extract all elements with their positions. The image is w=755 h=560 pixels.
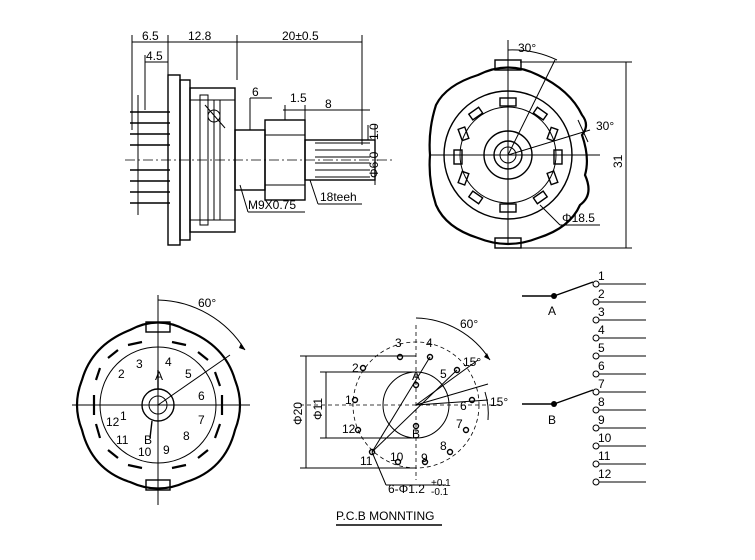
- pcb-tol-minus: -0.1: [431, 487, 449, 498]
- terminal-pins: [130, 95, 170, 215]
- pcb-angle-15b: 15°: [490, 395, 508, 409]
- pcb-num-1: 1: [345, 393, 352, 407]
- contact-num-8: 8: [183, 429, 190, 443]
- contact-num-10: 10: [138, 445, 152, 459]
- schem-label-12: 12: [598, 467, 612, 481]
- contact-num-12: 12: [106, 415, 120, 429]
- dim-6-5: 6.5: [142, 29, 159, 43]
- side-view: 6.5 12.8 20±0.5 4.5: [125, 29, 395, 246]
- angle-top-label: 30°: [518, 41, 536, 55]
- schem-label-1: 1: [598, 269, 605, 283]
- schem-label-5: 5: [598, 341, 605, 355]
- schem-label-7: 7: [598, 377, 605, 391]
- pcb-num-7: 7: [456, 417, 463, 431]
- dim-31: 31: [611, 154, 625, 168]
- contact-angle-label: 60°: [198, 296, 216, 310]
- contact-num-7: 7: [198, 413, 205, 427]
- contact-num-1: 1: [120, 409, 127, 423]
- schem-label-11: 11: [598, 449, 611, 463]
- front-view: 30° 30° 31 Φ18.5: [428, 40, 632, 249]
- pcb-num-6: 6: [460, 399, 467, 413]
- dim-phi20: Φ20: [291, 402, 305, 425]
- contact-num-2: 2: [118, 367, 125, 381]
- contact-num-6: 6: [198, 389, 205, 403]
- pcb-holes: [351, 353, 476, 466]
- angle-side-label: 30°: [596, 119, 614, 133]
- pcb-pole-a: A: [412, 369, 420, 383]
- schem-label-3: 3: [598, 305, 605, 319]
- pcb-view: Φ20 Φ11 60° 15° 15°: [291, 317, 508, 526]
- contact-num-11: 11: [116, 433, 129, 447]
- dim-1-0: 1.0: [367, 123, 381, 140]
- dim-phi6: Φ6.0: [367, 151, 381, 178]
- schem-label-8: 8: [598, 395, 605, 409]
- contact-num-4: 4: [165, 355, 172, 369]
- dim-12-8: 12.8: [188, 29, 212, 43]
- pcb-num-11: 11: [360, 454, 373, 468]
- schem-label-10: 10: [598, 431, 612, 445]
- dim-8: 8: [325, 97, 332, 111]
- contact-num-3: 3: [136, 357, 143, 371]
- pcb-num-10: 10: [390, 450, 404, 464]
- dim-4-5: 4.5: [146, 49, 163, 63]
- pcb-num-8: 8: [440, 439, 447, 453]
- dim-phi18-5: Φ18.5: [562, 211, 595, 225]
- contact-segments: [92, 340, 224, 470]
- dim-1-5: 1.5: [290, 91, 307, 105]
- pcb-title: P.C.B MONNTING: [336, 509, 434, 523]
- pcb-tol-plus: +0.1: [431, 478, 451, 489]
- contact-pole-b: B: [144, 433, 152, 447]
- pcb-angle-60: 60°: [460, 317, 478, 331]
- contact-pole-a: A: [155, 369, 163, 383]
- pcb-num-3: 3: [395, 336, 402, 350]
- thread-label: M9X0.75: [248, 198, 296, 212]
- contact-num-9: 9: [163, 443, 170, 457]
- pcb-num-4: 4: [426, 336, 433, 350]
- contact-view: 60° 1 2 3 4 5 6 7 8 9 10 11 12 A B: [72, 295, 250, 505]
- contact-num-5: 5: [185, 367, 192, 381]
- schem-label-4: 4: [598, 323, 605, 337]
- pcb-pole-b: B: [412, 427, 420, 441]
- schem-label-2: 2: [598, 287, 605, 301]
- pcb-holes-label: 6-Φ1.2: [388, 482, 425, 496]
- pcb-num-5: 5: [440, 367, 447, 381]
- pcb-num-9: 9: [421, 451, 428, 465]
- schem-pole-b: B: [548, 413, 556, 427]
- dim-20: 20±0.5: [282, 29, 319, 43]
- dim-6: 6: [252, 85, 259, 99]
- pcb-num-12: 12: [342, 422, 356, 436]
- schem-label-6: 6: [598, 359, 605, 373]
- teeth-label: 18teeh: [320, 190, 357, 204]
- schem-label-9: 9: [598, 413, 605, 427]
- pcb-num-2: 2: [352, 361, 359, 375]
- schem-pole-a: A: [548, 304, 556, 318]
- pcb-angle-15a: 15°: [463, 355, 481, 369]
- dim-phi11: Φ11: [311, 398, 325, 420]
